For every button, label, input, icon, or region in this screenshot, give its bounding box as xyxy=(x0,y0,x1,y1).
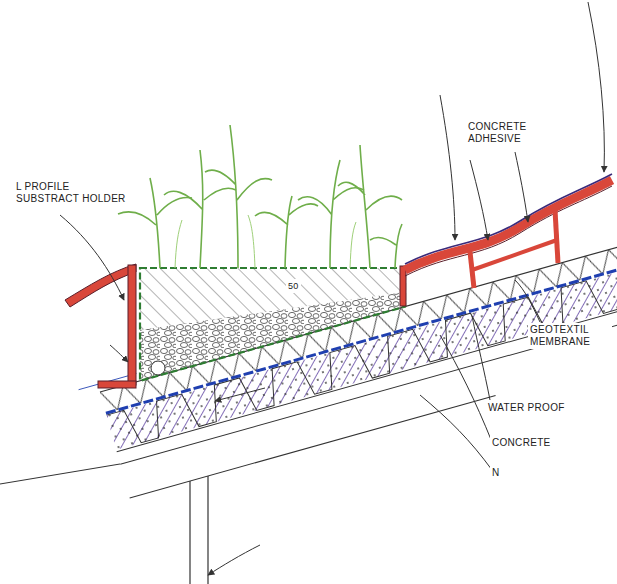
geotextile-membrane xyxy=(140,268,405,381)
column xyxy=(189,481,190,584)
trapezoidal-deck xyxy=(106,259,617,450)
l-profile xyxy=(400,266,406,306)
column xyxy=(207,476,208,584)
drain-pipe xyxy=(151,361,165,375)
annotation-label: CONCRETE ADHESIVE xyxy=(466,120,542,146)
annotation-label: L PROFILE SUBSTRACT HOLDER xyxy=(14,180,130,206)
roof-panel-edge xyxy=(405,174,612,264)
l-profile xyxy=(128,265,136,385)
waterproof-membrane xyxy=(106,257,617,413)
beam-line xyxy=(130,395,496,497)
edge-panel xyxy=(65,264,136,307)
annotation-label: WATER PROOF xyxy=(486,401,570,415)
l-profile xyxy=(98,381,136,388)
panel-bracket xyxy=(555,210,558,263)
panel-bracket xyxy=(472,240,557,270)
plants xyxy=(175,215,356,268)
deck-hatch xyxy=(106,259,617,450)
substrate-layer xyxy=(140,268,405,330)
roof-panel-edge xyxy=(405,186,612,276)
annotation-label: N xyxy=(490,466,502,480)
plants xyxy=(118,125,402,268)
ceiling-line xyxy=(0,464,120,484)
insulation-layer xyxy=(100,236,617,414)
annotation-label: GEOTEXTIL MEMBRANE xyxy=(528,323,612,349)
concrete-dots xyxy=(106,259,617,450)
roof-layers xyxy=(79,228,617,503)
leader-lines xyxy=(60,2,604,575)
annotation-label: CONCRETE xyxy=(490,436,574,450)
annotation-label: 50 xyxy=(286,279,301,293)
roof-panel xyxy=(405,180,612,270)
